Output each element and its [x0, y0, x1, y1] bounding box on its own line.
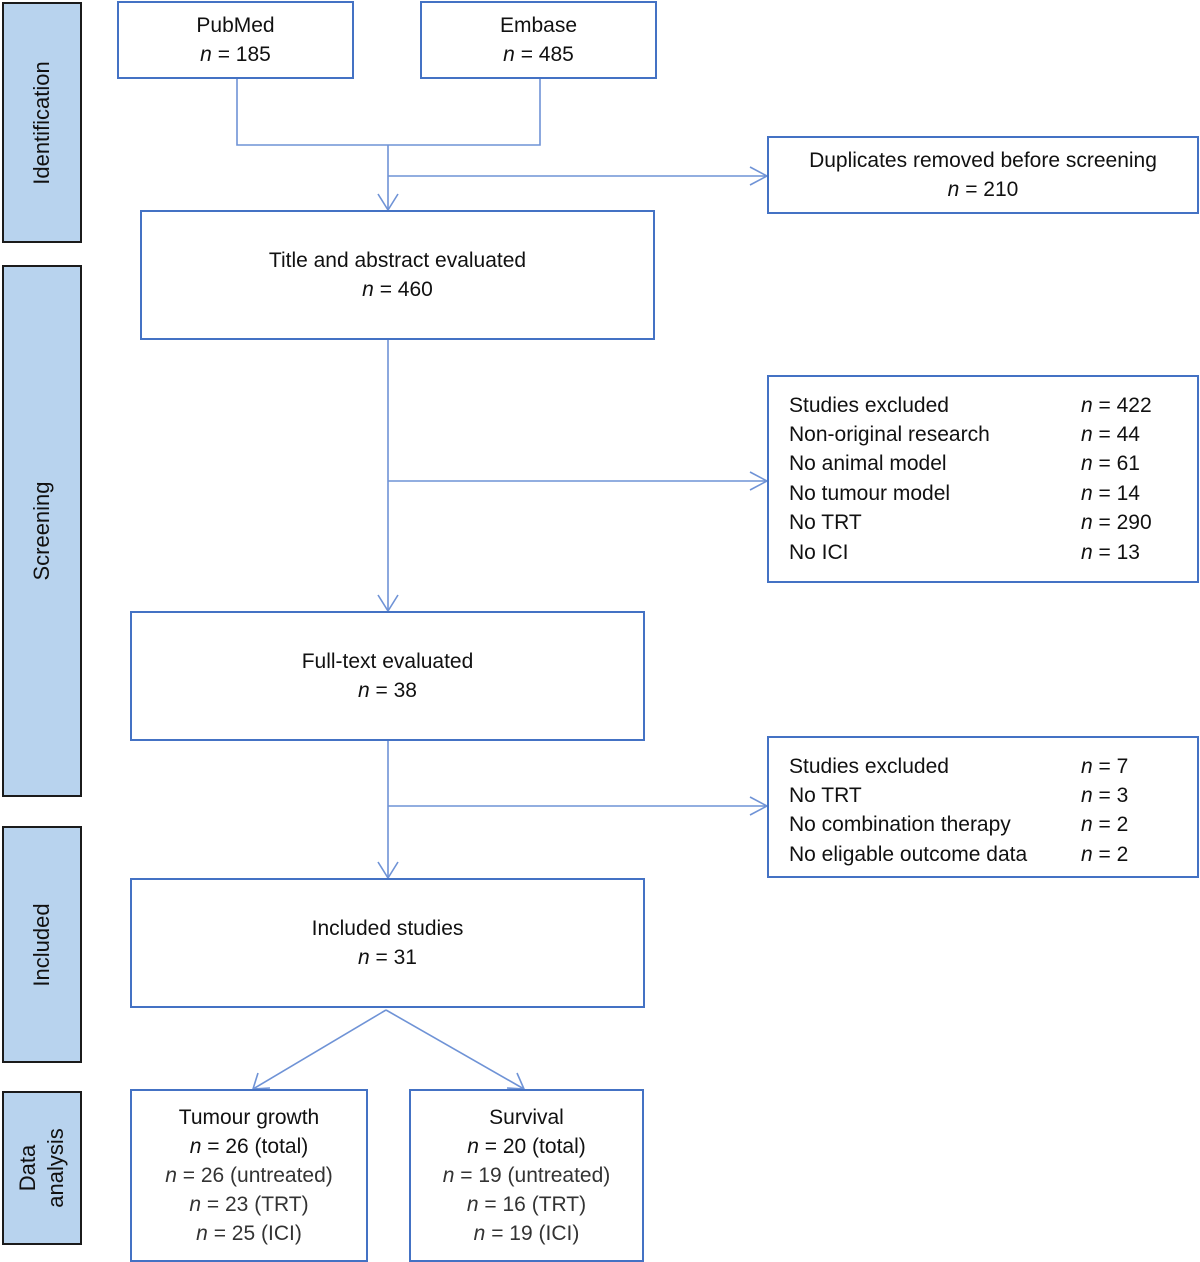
survival-untreated: n = 19 (untreated) — [442, 1164, 611, 1187]
tumour-growth-trt: n = 23 (TRT) — [189, 1193, 309, 1216]
full-text-box: Full-text evaluated n = 38 — [130, 611, 645, 741]
phase-identification-label: Identification — [29, 60, 54, 185]
survival-label: Survival — [489, 1106, 564, 1129]
merge-connector — [236, 79, 541, 146]
included-studies-box: Included studies n = 31 — [130, 878, 645, 1008]
survival-box: Survival n = 20 (total) n = 19 (untreate… — [409, 1089, 644, 1262]
survival-trt: n = 16 (TRT) — [466, 1193, 587, 1216]
phase-screening-label: Screening — [29, 481, 54, 581]
included-label: Included studies — [311, 917, 464, 940]
title-abstract-label: Title and abstract evaluated — [268, 249, 527, 272]
full-text-label: Full-text evaluated — [301, 650, 474, 673]
phase-data-analysis: Data analysis — [2, 1091, 82, 1245]
title-abstract-count: n = 460 — [362, 278, 433, 301]
phase-screening: Screening — [2, 265, 82, 797]
connector-to-tumour-growth — [252, 1009, 387, 1090]
title-abstract-box: Title and abstract evaluated n = 460 — [140, 210, 655, 340]
tumour-growth-box: Tumour growth n = 26 (total) n = 26 (unt… — [130, 1089, 368, 1262]
source-pubmed-box: PubMed n = 185 — [117, 1, 354, 79]
included-count: n = 31 — [358, 946, 417, 969]
duplicates-label: Duplicates removed before screening — [809, 149, 1157, 172]
embase-count: n = 485 — [503, 43, 574, 66]
phase-data-analysis-line1: Data — [15, 1144, 40, 1192]
duplicates-removed-box: Duplicates removed before screening n = … — [767, 136, 1199, 214]
phase-included: Included — [2, 826, 82, 1063]
pubmed-count: n = 185 — [200, 43, 271, 66]
tumour-growth-total: n = 26 (total) — [189, 1135, 309, 1158]
tumour-growth-ici: n = 25 (ICI) — [196, 1222, 302, 1245]
phase-data-analysis-label: Data analysis — [14, 1128, 70, 1207]
survival-ici: n = 19 (ICI) — [473, 1222, 580, 1245]
pubmed-label: PubMed — [196, 14, 275, 37]
survival-total: n = 20 (total) — [467, 1135, 586, 1158]
tumour-growth-untreated: n = 26 (untreated) — [165, 1164, 333, 1187]
tumour-growth-label: Tumour growth — [178, 1106, 320, 1129]
phase-included-label: Included — [29, 902, 54, 987]
embase-label: Embase — [499, 14, 578, 37]
duplicates-count: n = 210 — [947, 178, 1019, 201]
connector-to-survival — [385, 1009, 525, 1090]
full-text-count: n = 38 — [358, 679, 417, 702]
source-embase-box: Embase n = 485 — [420, 1, 657, 79]
phase-identification: Identification — [2, 2, 82, 243]
phase-data-analysis-line2: analysis — [43, 1128, 68, 1208]
